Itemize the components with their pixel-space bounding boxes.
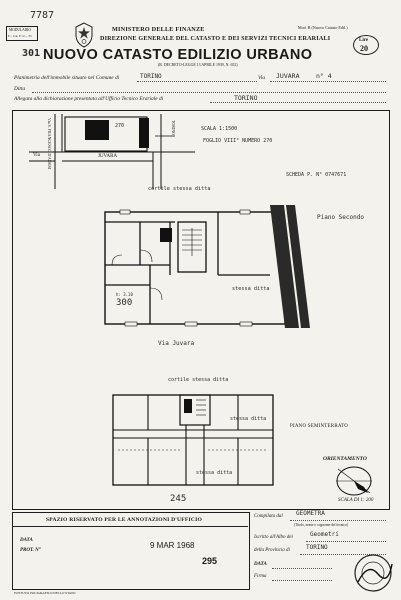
prot-label: PROT. N°	[20, 548, 41, 553]
data2-label: DATA	[254, 562, 267, 567]
handwritten-number: 7787	[30, 10, 55, 21]
margin-mark: 301	[22, 48, 41, 59]
scheda-note: SCHEDA P. N° 0747671	[286, 172, 347, 178]
line-provincia	[300, 554, 386, 555]
foglio-note: FOGLIO VIII° NUMERO 270	[203, 138, 273, 144]
orientation-label: ORIENTAMENTO	[323, 456, 367, 462]
firma-label: Firma	[254, 574, 267, 579]
via-label: Via	[258, 75, 266, 81]
second-floor-plan	[104, 204, 310, 329]
line-firma	[272, 580, 332, 581]
street-side-label: Via S. FRANCESCO D'ASSISI	[47, 118, 52, 170]
dotted-line-comune	[137, 81, 257, 82]
model-code: Mod. B (Nuovo Catasto Edil.)	[298, 25, 348, 30]
corner-stamp: MODULARIO F. - Cat. E. U. - 33	[6, 26, 38, 41]
line-compilata	[290, 520, 386, 521]
comune-value: TORINO	[140, 73, 162, 80]
allegata-label: Allegata alla dichiarazione presentata a…	[14, 96, 164, 102]
ufficio-value: TORINO	[234, 94, 258, 102]
basement-label: PIANO SEMINTERRATO	[290, 424, 349, 429]
street-torino-label: TORINO	[171, 120, 176, 136]
civic-value: n° 4	[316, 72, 332, 80]
stessa-ditta-label-3: stessa ditta	[196, 470, 233, 476]
data-label: DATA	[20, 538, 33, 543]
reserved-box	[12, 512, 250, 590]
compass-icon	[336, 466, 372, 496]
fee-badge: Lire 20	[353, 35, 379, 55]
ditta-label: Ditta	[14, 86, 26, 92]
reserved-header: SPAZIO RISERVATO PER LE ANNOTAZIONI D'UF…	[46, 517, 203, 523]
compilata-value: GEOMETRA	[296, 510, 325, 517]
ministry-name: MINISTERO DELLE FINANZE	[112, 26, 205, 33]
parcel-number: 270	[115, 123, 125, 129]
page-title: NUOVO CATASTO EDILIZIO URBANO	[43, 47, 313, 63]
fee-value: 20	[360, 44, 368, 53]
iscritto-label: Iscritto all'Albo dei	[254, 535, 293, 540]
fee-label: Lire	[359, 38, 369, 43]
cortile-top-label: cortile stessa ditta	[148, 186, 211, 192]
floor-label: Piano Secondo	[317, 214, 364, 221]
stamp-date: 9 MAR 1968	[150, 541, 195, 550]
scale-note: SCALA 1:1500	[201, 126, 238, 132]
albo-value: Geometri	[310, 531, 339, 538]
street-via-label: Via	[33, 153, 40, 158]
scale-label: SCALA DI 1: 200	[338, 498, 374, 503]
street-bottom-label: Via Juvara	[158, 340, 195, 347]
stamp-number: 295	[202, 556, 218, 566]
basement-plan	[112, 394, 274, 486]
provincia-value: TORINO	[306, 544, 328, 551]
subtitle-note: (Titolo, nome e cognome del tecnico)	[294, 523, 348, 527]
via-value: JUVARA	[276, 72, 300, 80]
handwritten-300: 300	[116, 298, 133, 308]
signature-stamp	[354, 554, 393, 592]
line-albo	[306, 541, 386, 542]
planimetria-label: Planimetria dell'immobile situato nel Co…	[14, 75, 120, 81]
decree-note: (R. DECRETO-LEGGE 13 APRILE 1939, N. 652…	[158, 63, 238, 67]
corner-stamp-top: MODULARIO	[9, 28, 31, 32]
plan-frame	[12, 110, 390, 510]
street-juvara-label: JUVARA	[98, 154, 118, 159]
directorate-name: DIREZIONE GENERALE DEL CATASTO E DEI SER…	[100, 36, 331, 42]
bottom-print: ISTITUTO POLIGRAFICO DELLO STATO	[14, 591, 76, 595]
reserved-divider	[13, 526, 248, 527]
handwritten-245: 245	[170, 494, 187, 504]
height-note: h: 3.10	[116, 292, 133, 297]
cortile-basement-label: cortile stessa ditta	[168, 377, 229, 383]
stessa-ditta-label-1: stessa ditta	[232, 286, 270, 292]
dotted-line-ufficio	[210, 102, 386, 103]
dotted-line-via	[270, 81, 386, 82]
emblem-icon	[75, 22, 93, 48]
compilata-label: Compilata dal	[254, 514, 283, 519]
line-data2	[272, 568, 332, 569]
location-sketch	[29, 114, 195, 189]
stessa-ditta-label-2: stessa ditta	[230, 416, 267, 422]
provincia-label: della Provincia di	[254, 548, 290, 553]
dotted-line-ditta	[32, 92, 386, 93]
corner-stamp-bottom: F. - Cat. E. U. - 33	[8, 34, 32, 38]
